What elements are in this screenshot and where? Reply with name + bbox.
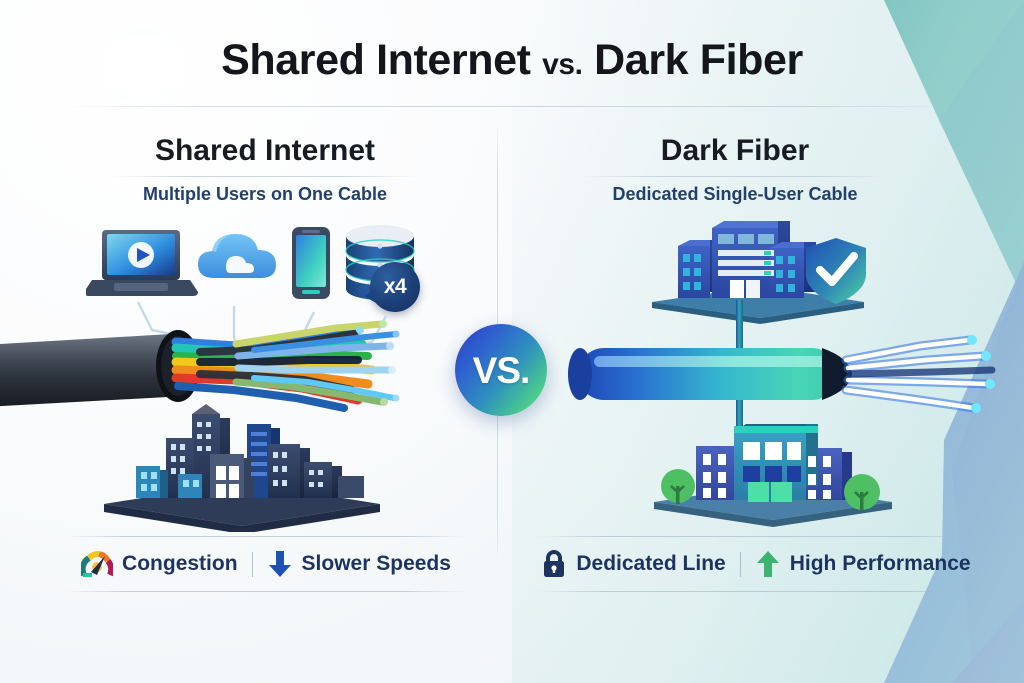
office-building-trees-platform	[648, 410, 898, 530]
shield-check-icon	[806, 238, 866, 304]
page-title-part2: Dark Fiber	[594, 36, 803, 84]
footer-item-congestion[interactable]: Congestion	[81, 550, 238, 578]
tree-icon-right	[844, 474, 880, 510]
shared-multifiber-cable	[0, 312, 416, 424]
footer-item-high-performance[interactable]: High Performance	[755, 549, 971, 579]
vs-badge-label: VS.	[472, 349, 531, 391]
page-title-part1: Shared Internet	[221, 36, 531, 84]
lock-icon	[544, 550, 565, 577]
footer-item-slower-speeds[interactable]: Slower Speeds	[267, 549, 451, 579]
right-footer-bottom-rule	[536, 591, 976, 592]
left-footer-top-rule	[66, 536, 466, 537]
vs-badge: VS.	[455, 324, 547, 416]
footer-label-slower-speeds: Slower Speeds	[301, 552, 451, 575]
page-title-vs: vs.	[542, 48, 583, 81]
footer-item-dedicated-line[interactable]: Dedicated Line	[541, 549, 726, 579]
dedicated-single-fiber-cable	[560, 330, 1024, 422]
column-header-left: Shared Internet Multiple Users on One Ca…	[75, 134, 455, 205]
footer-label-dedicated-line: Dedicated Line	[576, 552, 726, 575]
right-column-title: Dark Fiber	[660, 134, 810, 167]
left-column-subtitle: Multiple Users on One Cable	[142, 184, 388, 204]
cloud-icon	[198, 234, 276, 278]
multiplier-badge-label: x4	[383, 275, 407, 298]
left-footer-bottom-rule	[66, 591, 466, 592]
left-column-title: Shared Internet	[154, 134, 376, 167]
footer-label-high-performance: High Performance	[789, 552, 971, 575]
right-footer-separator	[739, 551, 741, 577]
tree-icon-left	[661, 469, 695, 504]
left-footer-separator	[251, 551, 253, 577]
right-column-subtitle: Dedicated Single-User Cable	[612, 184, 858, 204]
laptop-play-icon	[84, 230, 198, 296]
footer-label-congestion: Congestion	[122, 552, 238, 575]
page-title: Shared Internet vs. Dark Fiber	[0, 36, 1024, 85]
left-subtitle-divider	[111, 176, 419, 177]
city-skyline-platform	[92, 404, 388, 534]
right-subtitle-divider	[581, 176, 889, 177]
header-divider	[64, 106, 960, 107]
right-footer-top-rule	[536, 536, 976, 537]
datacenter-building-icon	[650, 218, 870, 328]
left-device-icons	[84, 222, 426, 322]
right-footer: Dedicated Line High Performance	[536, 536, 976, 600]
up-arrow-icon	[756, 551, 779, 577]
congestion-gauge-icon	[81, 551, 114, 577]
column-header-right: Dark Fiber Dedicated Single-User Cable	[545, 134, 925, 205]
multiplier-badge: x4	[364, 262, 420, 312]
smartphone-icon	[292, 227, 330, 299]
left-footer: Congestion Slower Speeds	[66, 536, 466, 600]
down-arrow-icon	[268, 551, 291, 577]
